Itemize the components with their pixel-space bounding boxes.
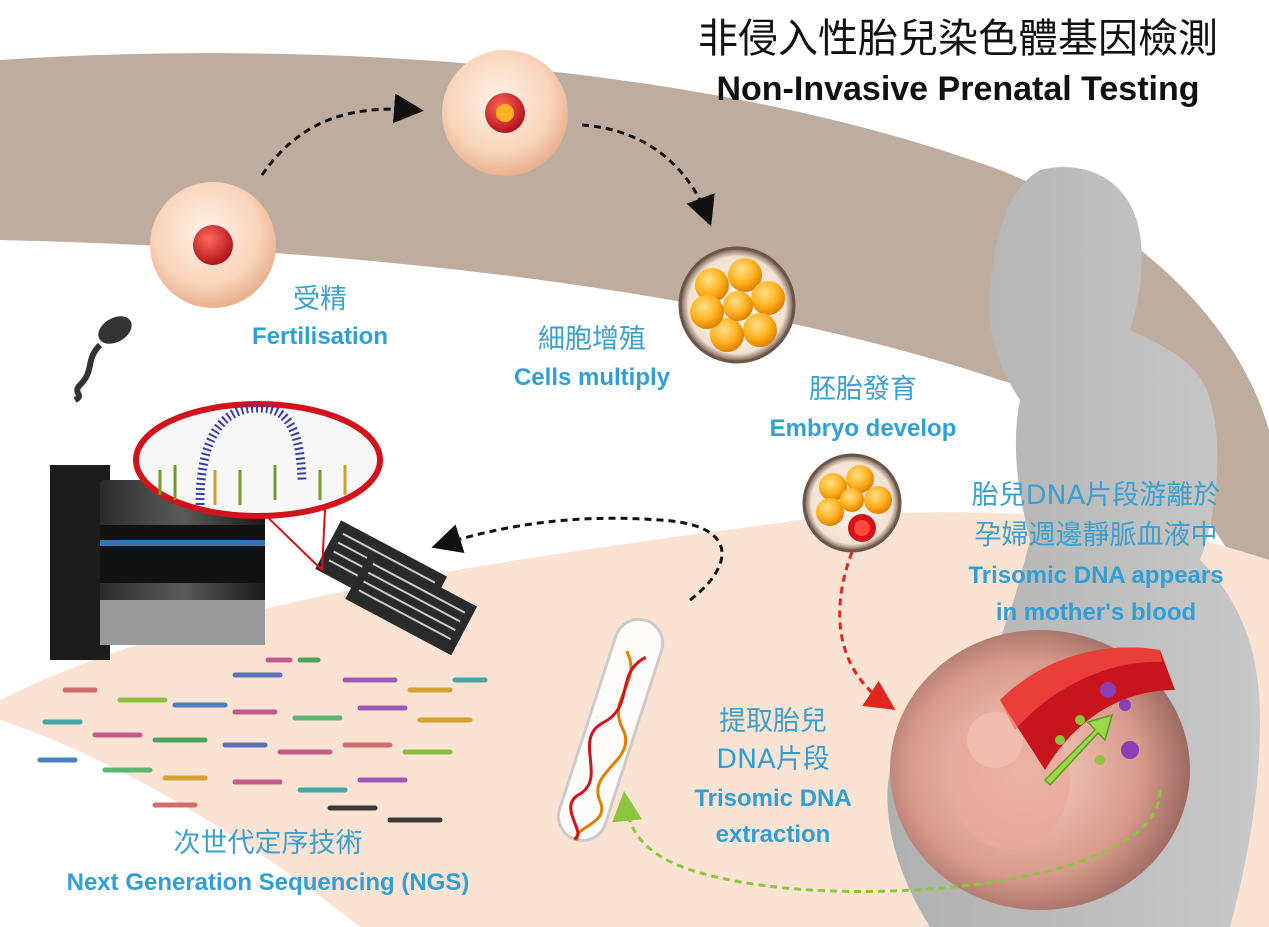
arrow-blood-to-tube [612, 789, 1162, 893]
label-cells-multiply-en: Cells multiply [514, 364, 671, 391]
arrow-embryo-to-blood [838, 551, 896, 710]
label-dna-blood-en2: in mother's blood [996, 599, 1196, 626]
morula-dish-icon [678, 246, 796, 364]
label-ngs-en: Next Generation Sequencing (NGS) [67, 869, 470, 896]
label-cells-multiply-cn: 細胞增殖 [538, 324, 646, 355]
label-extraction-en1: Trisomic DNA [694, 785, 851, 812]
label-ngs-cn: 次世代定序技術 [174, 828, 363, 859]
label-extraction-cn1: 提取胎兒 [719, 706, 827, 737]
test-tube-icon [556, 617, 665, 842]
sequence-reads-icon [37, 657, 488, 823]
flow-cell-icon [315, 520, 478, 656]
egg-zygote-icon [442, 50, 568, 176]
label-extraction-cn2: DNA片段 [716, 744, 829, 775]
egg-fertilised-icon [150, 182, 276, 308]
blood-vessel-icon [1000, 647, 1175, 787]
brown-band [0, 53, 1269, 641]
magnifier-line-right [321, 509, 326, 571]
label-fertilisation-cn: 受精 [293, 284, 347, 315]
label-embryo-develop-en: Embryo develop [770, 415, 957, 442]
label-fertilisation-en: Fertilisation [252, 323, 388, 350]
label-extraction-en2: extraction [716, 821, 831, 848]
label-dna-blood-cn1: 胎兒DNA片段游離於 [972, 480, 1220, 511]
embryo-dish-icon [802, 453, 902, 553]
title-cn: 非侵入性胎兒染色體基因檢測 [698, 16, 1218, 62]
arrow-tube-to-flowcell [431, 516, 724, 602]
sperm-icon [73, 316, 132, 403]
label-embryo-develop-cn: 胚胎發育 [809, 374, 917, 405]
arrow-zygote-to-morula [581, 123, 715, 227]
sequencer-machine-icon [50, 465, 265, 660]
dna-cluster-magnifier-icon [133, 401, 383, 519]
label-dna-blood-cn2: 孕婦週邊靜脈血液中 [975, 520, 1218, 551]
title-en: Non-Invasive Prenatal Testing [716, 70, 1199, 108]
label-dna-blood-en1: Trisomic DNA appears [968, 562, 1223, 589]
arrow-fertilisation-to-zygote [260, 93, 424, 176]
